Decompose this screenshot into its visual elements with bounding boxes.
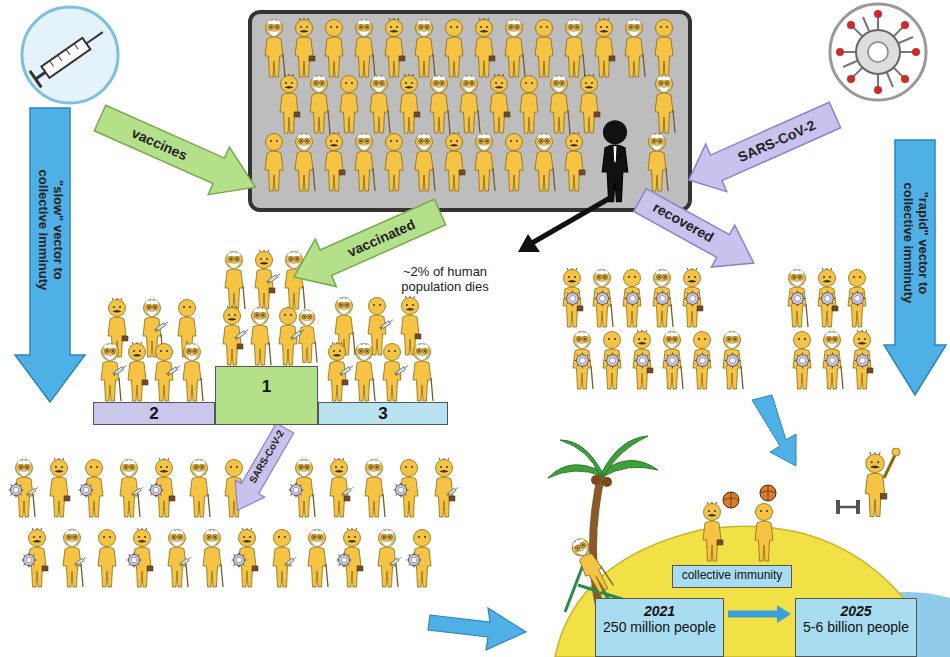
flow-arrow xyxy=(728,605,791,623)
box-text: 5-6 billion people xyxy=(796,619,916,635)
box-text: collective immunity xyxy=(673,569,791,583)
box-text: 2 xyxy=(94,404,214,424)
status-box: collective immunity xyxy=(672,565,792,588)
year-text: 2021 xyxy=(596,603,723,619)
box-text: 250 million people xyxy=(596,619,723,635)
info-box: 2021250 million people xyxy=(595,598,724,657)
podium-step: 3 xyxy=(318,402,448,425)
podium-step: 2 xyxy=(93,402,215,425)
arrow-label: vaccinated xyxy=(345,216,418,260)
note-text: ~2% of human population dies xyxy=(375,264,515,296)
podium-step: 1 xyxy=(215,366,318,425)
box-text: 1 xyxy=(216,377,317,397)
arrow-label: recovered xyxy=(650,199,716,246)
arrow-label: SARS-CoV-2 xyxy=(246,428,286,485)
arrow-label: vaccines xyxy=(129,125,190,164)
arrow-label: "slow" vector to collective imminuty xyxy=(35,150,65,310)
year-text: 2025 xyxy=(796,603,916,619)
arrow-label: SARS-CoV-2 xyxy=(735,117,818,166)
box-text: 3 xyxy=(319,404,447,424)
info-box: 20255-6 billion people xyxy=(795,598,917,657)
arrow-label: "rapid" vector to collective imminuty xyxy=(900,163,930,323)
